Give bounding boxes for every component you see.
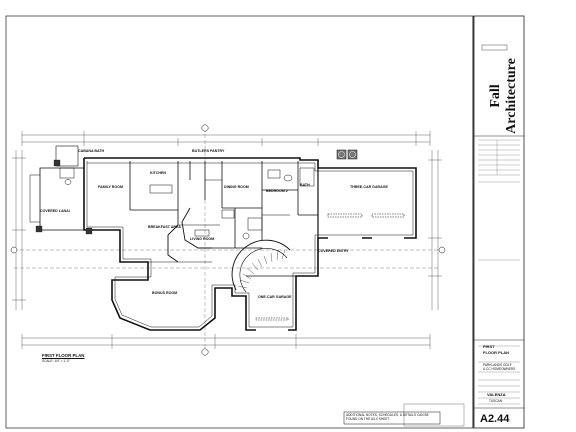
room-label-garage1: ONE-CAR GARAGE	[258, 295, 292, 299]
room-label-dining: DINING ROOM	[224, 185, 249, 189]
drawing-title: FIRST FLOOR PLAN	[42, 353, 85, 358]
sheet-title-line1: FIRST	[483, 344, 495, 349]
breakfast-bay	[167, 207, 212, 263]
scale-note: SCALE: 1/4" = 1'-0"	[42, 359, 70, 363]
fixtures	[59, 167, 315, 240]
room-label-entry: COVERED ENTRY	[318, 249, 349, 253]
project-client-line2: & CC HOMEOWNERS	[483, 367, 516, 371]
room-label-family: FAMILY ROOM	[98, 185, 123, 189]
sheet-title-line2: FLOOR PLAN	[483, 350, 509, 355]
room-label-bedroom2: BEDROOM 2	[266, 189, 288, 193]
reference-lines	[14, 128, 440, 350]
note-box-frame	[343, 411, 441, 425]
project-client-line1: PARKLANDS GOLF	[483, 363, 512, 367]
room-label-living: LIVING ROOM	[190, 237, 215, 241]
curved-stair	[231, 239, 291, 293]
sheet-info-table	[478, 345, 520, 405]
west-lanai	[29, 145, 93, 235]
note-box-text: ADDITIONAL NOTES, SCHEDULES, & DETAILS C…	[346, 413, 429, 421]
sheet-border	[5, 15, 474, 429]
garage-doors	[255, 213, 405, 331]
room-label-kitchen: KITCHEN	[150, 171, 166, 175]
room-label-garage3: THREE-CAR GARAGE	[350, 185, 388, 189]
style-name: TUSCAN	[489, 399, 503, 403]
room-label-cabana: CABANA BATH	[78, 149, 105, 153]
firm-name: Fall Architecture	[488, 58, 519, 134]
revision-table	[478, 139, 520, 261]
sheet-number: A2.44	[480, 413, 510, 425]
room-label-covered-lanai: COVERED LANAI	[40, 209, 70, 213]
room-label-breakfast: BREAKFAST AREA	[148, 225, 182, 229]
room-label-bonus: BONUS ROOM	[152, 291, 178, 295]
section-markers	[10, 124, 446, 356]
dimension-lines	[12, 131, 442, 349]
ac-units	[336, 149, 358, 160]
project-name: VALENZA	[487, 392, 506, 397]
title-block	[473, 15, 525, 429]
room-label-butlers: BUTLERS PANTRY	[192, 149, 225, 153]
room-label-bath: BATH	[300, 183, 310, 187]
